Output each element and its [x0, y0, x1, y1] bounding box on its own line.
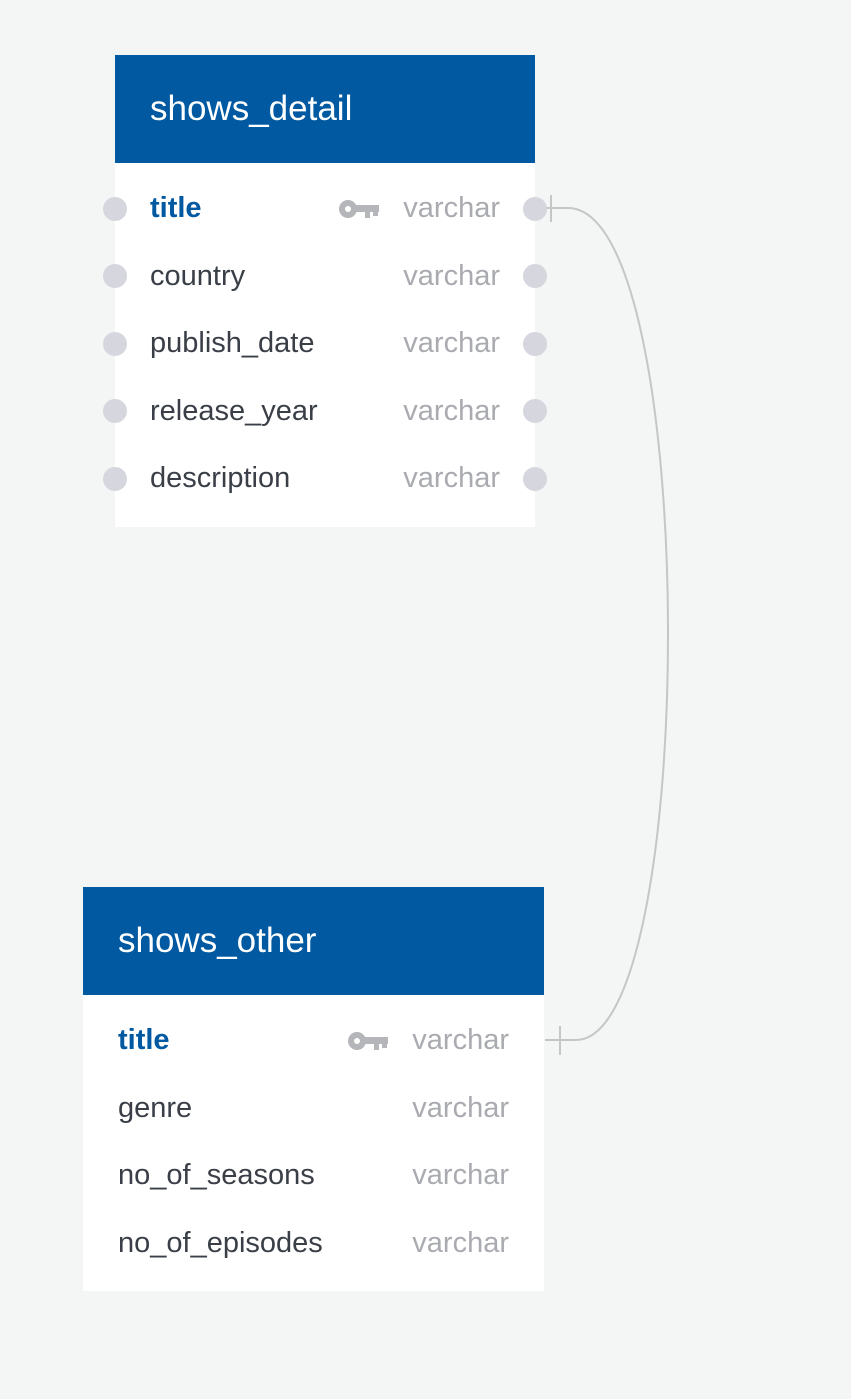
- column-type: varchar: [403, 327, 500, 360]
- column-list: title varchar country varchar publish_da…: [103, 163, 547, 527]
- connector-dot[interactable]: [523, 466, 547, 491]
- column-row-title[interactable]: title varchar: [83, 1007, 544, 1075]
- key-icon: [348, 1032, 388, 1050]
- column-row-title[interactable]: title varchar: [103, 175, 547, 243]
- column-row-description[interactable]: description varchar: [103, 445, 547, 513]
- table-title: shows_other: [118, 921, 317, 960]
- connector-dot[interactable]: [523, 399, 547, 424]
- column-type: varchar: [403, 462, 500, 495]
- column-name: title: [150, 192, 202, 225]
- connector-dot[interactable]: [103, 331, 127, 356]
- column-row-publish-date[interactable]: publish_date varchar: [103, 310, 547, 378]
- column-name: country: [150, 259, 246, 292]
- column-type: varchar: [412, 1091, 509, 1124]
- connector-dot[interactable]: [523, 264, 547, 289]
- column-row-country[interactable]: country varchar: [103, 243, 547, 311]
- column-name: no_of_seasons: [118, 1159, 315, 1192]
- column-row-no-of-seasons[interactable]: no_of_seasons varchar: [83, 1142, 544, 1210]
- column-type: varchar: [403, 192, 500, 225]
- column-name: no_of_episodes: [118, 1226, 323, 1259]
- table-header[interactable]: shows_detail: [115, 55, 535, 163]
- relationship-line: [545, 207, 670, 1041]
- connector-dot[interactable]: [103, 466, 127, 491]
- connector-dot[interactable]: [103, 264, 127, 289]
- column-row-release-year[interactable]: release_year varchar: [103, 378, 547, 446]
- table-title: shows_detail: [150, 89, 353, 128]
- connector-dot[interactable]: [523, 331, 547, 356]
- table-shows-detail[interactable]: shows_detail title varchar country varch…: [103, 55, 547, 527]
- column-list: title varchar genre varchar no_of_season…: [83, 995, 544, 1291]
- key-icon: [339, 200, 379, 218]
- column-row-no-of-episodes[interactable]: no_of_episodes varchar: [83, 1210, 544, 1278]
- connector-dot[interactable]: [103, 196, 127, 221]
- column-row-genre[interactable]: genre varchar: [83, 1075, 544, 1143]
- connector-dot[interactable]: [523, 196, 547, 221]
- column-name: genre: [118, 1091, 193, 1124]
- column-name: publish_date: [150, 327, 315, 360]
- table-shows-other[interactable]: shows_other title varchar genre varchar …: [83, 887, 544, 1291]
- connector-dot[interactable]: [103, 399, 127, 424]
- column-type: varchar: [412, 1024, 509, 1057]
- column-type: varchar: [403, 259, 500, 292]
- column-name: description: [150, 462, 291, 495]
- table-header[interactable]: shows_other: [83, 887, 544, 995]
- column-type: varchar: [412, 1159, 509, 1192]
- column-type: varchar: [412, 1226, 509, 1259]
- column-name: release_year: [150, 394, 318, 427]
- column-name: title: [118, 1024, 170, 1057]
- column-type: varchar: [403, 394, 500, 427]
